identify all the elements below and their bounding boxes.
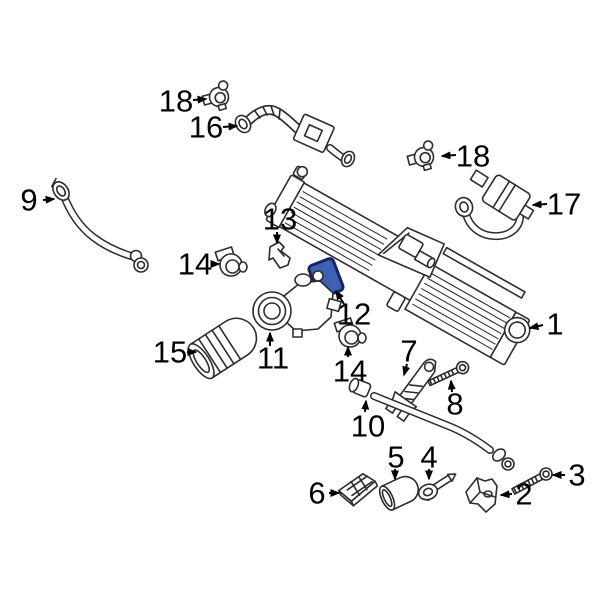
callout-arrows bbox=[42, 95, 565, 499]
callout-15-label[interactable]: 15 bbox=[153, 335, 187, 370]
part-5-bushing[interactable] bbox=[377, 472, 423, 512]
part-11-throttle-body[interactable] bbox=[252, 270, 342, 338]
part-14-sensor-lower[interactable] bbox=[333, 317, 367, 348]
callout-18a-label[interactable]: 18 bbox=[159, 84, 193, 119]
callout-10-label[interactable]: 10 bbox=[351, 409, 385, 444]
part-16-coolant-hose-pump[interactable] bbox=[232, 104, 357, 169]
part-1-intercooler[interactable] bbox=[253, 159, 547, 374]
callout-2-label[interactable]: 2 bbox=[515, 477, 532, 512]
part-18-sensor-right[interactable] bbox=[405, 140, 439, 174]
part-14-sensor-left[interactable] bbox=[214, 246, 248, 277]
intercooler-fins-right bbox=[412, 272, 511, 350]
callout-10-arrow bbox=[361, 399, 370, 413]
part-3-bolt[interactable] bbox=[511, 466, 555, 497]
callout-18b-label[interactable]: 18 bbox=[456, 139, 490, 174]
part-18-sensor-left[interactable] bbox=[200, 80, 234, 114]
callout-12-arrow bbox=[335, 289, 345, 305]
callout-18a-arrow bbox=[192, 95, 208, 104]
callout-18b-arrow bbox=[440, 151, 457, 160]
callout-14b-label[interactable]: 14 bbox=[333, 354, 367, 389]
part-15-air-duct-boot[interactable] bbox=[184, 311, 264, 383]
callout-16-arrow bbox=[222, 122, 239, 131]
callout-11-label[interactable]: 11 bbox=[257, 341, 289, 376]
callout-labels: 18 16 9 18 17 1 13 14 12 11 15 14 7 8 10… bbox=[20, 84, 585, 512]
part-2-mount-bracket[interactable] bbox=[465, 477, 498, 513]
callout-1-label[interactable]: 1 bbox=[546, 307, 563, 342]
callout-13-label[interactable]: 13 bbox=[263, 202, 297, 237]
callout-4-label[interactable]: 4 bbox=[420, 440, 437, 475]
part-6-retainer-clip[interactable] bbox=[337, 470, 381, 508]
callout-3-label[interactable]: 3 bbox=[568, 458, 585, 493]
callout-1-arrow bbox=[528, 322, 544, 330]
callout-17-arrow bbox=[531, 200, 548, 209]
part-4-screw[interactable] bbox=[417, 471, 458, 503]
callout-6-label[interactable]: 6 bbox=[308, 476, 325, 511]
intercooler-fins-left bbox=[284, 190, 388, 271]
part-17-auxiliary-pump[interactable] bbox=[453, 169, 540, 241]
callout-2-arrow bbox=[499, 490, 513, 499]
part-9-coolant-pipe[interactable] bbox=[48, 176, 149, 273]
callout-5-label[interactable]: 5 bbox=[387, 440, 404, 475]
callout-16-label[interactable]: 16 bbox=[189, 110, 223, 145]
callout-7-arrow bbox=[402, 363, 411, 377]
callout-7-label[interactable]: 7 bbox=[400, 334, 417, 369]
callout-12-label[interactable]: 12 bbox=[337, 297, 371, 332]
part-10-coolant-tube[interactable] bbox=[348, 377, 515, 471]
callout-14a-label[interactable]: 14 bbox=[178, 247, 212, 282]
part-13-bracket[interactable] bbox=[268, 241, 291, 269]
callout-9-arrow bbox=[42, 195, 56, 204]
callout-17-label[interactable]: 17 bbox=[547, 187, 581, 222]
callout-9-label[interactable]: 9 bbox=[20, 183, 37, 218]
callout-8-label[interactable]: 8 bbox=[446, 387, 463, 422]
callout-8-arrow bbox=[447, 379, 456, 393]
part-8-bolt[interactable] bbox=[427, 360, 471, 389]
